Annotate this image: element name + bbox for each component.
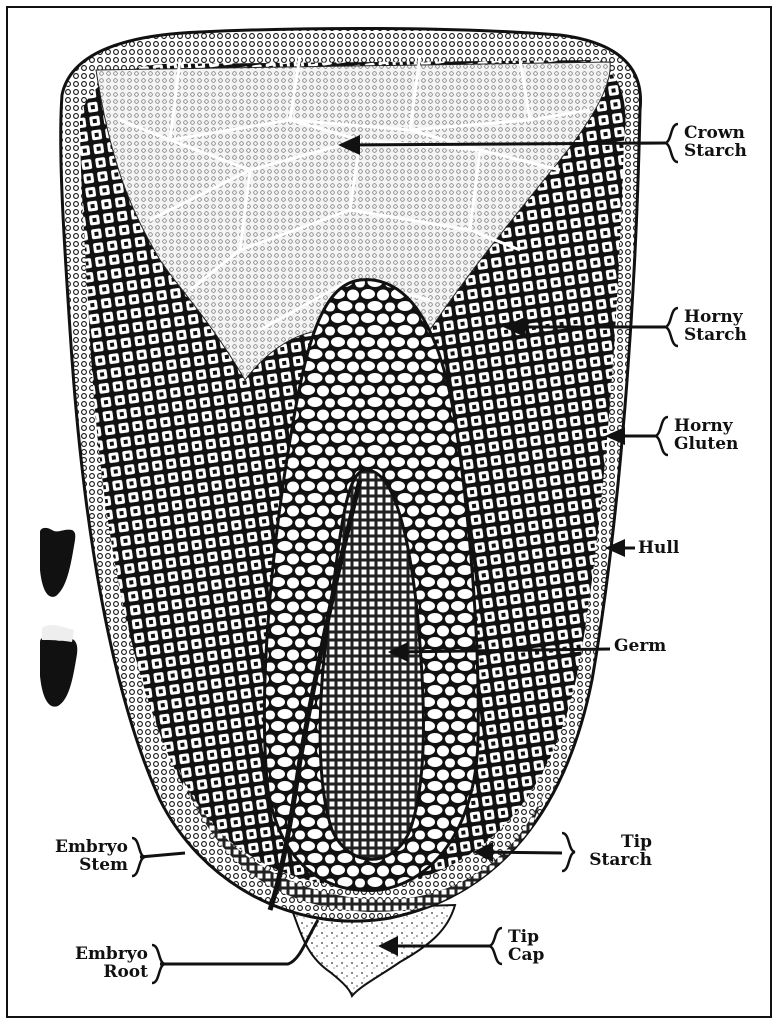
label-embryo-stem-line2: Stem — [34, 856, 128, 874]
label-embryo-root-line2: Root — [56, 963, 148, 981]
label-germ-text: Germ — [614, 637, 666, 655]
label-horny-gluten-line1: Horny — [674, 417, 738, 435]
label-tip-starch: Tip Starch — [566, 833, 652, 869]
label-tip-starch-line2: Starch — [566, 851, 652, 869]
label-tip-cap-line1: Tip — [508, 928, 544, 946]
label-germ: Germ — [614, 637, 666, 655]
label-hull: Hull — [638, 539, 679, 557]
label-tip-starch-line1: Tip — [566, 833, 652, 851]
label-hull-text: Hull — [638, 539, 679, 557]
label-crown-starch-line2: Starch — [684, 142, 747, 160]
label-tip-cap: Tip Cap — [508, 928, 544, 964]
label-horny-starch: Horny Starch — [684, 308, 747, 344]
label-embryo-root: Embryo Root — [56, 945, 148, 981]
label-tip-cap-line2: Cap — [508, 946, 544, 964]
label-horny-starch-line1: Horny — [684, 308, 747, 326]
label-horny-gluten: Horny Gluten — [674, 417, 738, 453]
label-crown-starch-line1: Crown — [684, 124, 747, 142]
label-embryo-stem-line1: Embryo — [34, 838, 128, 856]
label-embryo-stem: Embryo Stem — [34, 838, 128, 874]
label-horny-gluten-line2: Gluten — [674, 435, 738, 453]
small-kernel-icons — [40, 528, 77, 707]
label-embryo-root-line1: Embryo — [56, 945, 148, 963]
label-crown-starch: Crown Starch — [684, 124, 747, 160]
label-horny-starch-line2: Starch — [684, 326, 747, 344]
